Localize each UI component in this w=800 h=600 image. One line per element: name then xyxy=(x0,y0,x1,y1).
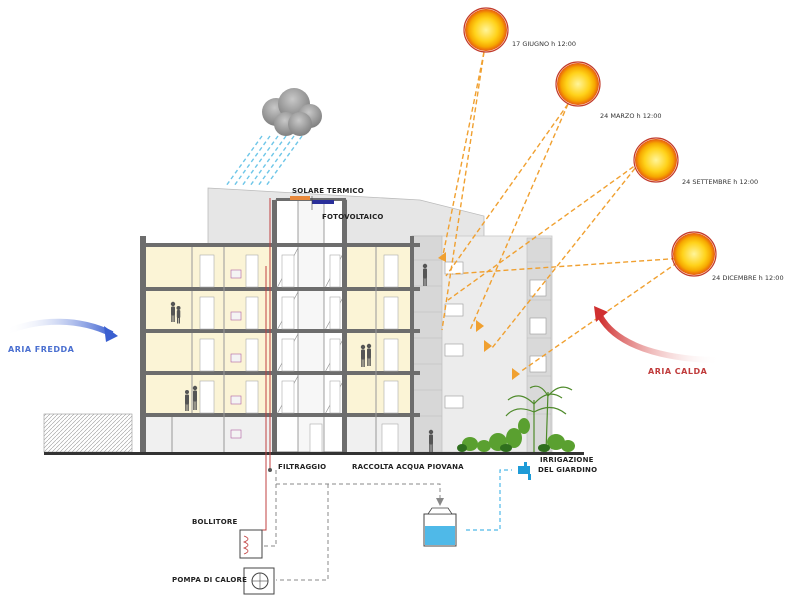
sun-icon-june xyxy=(463,7,509,53)
label-aria-fredda: ARIA FREDDA xyxy=(8,345,75,354)
sun-label-december: 24 DICEMBRE h 12:00 xyxy=(712,274,784,282)
sun-label-june: 17 GIUGNO h 12:00 xyxy=(512,40,576,48)
cloud-icon xyxy=(262,88,322,136)
sun-icon-september xyxy=(633,137,679,183)
label-irrigazione-2: DEL GIARDINO xyxy=(538,466,597,474)
side-annex xyxy=(411,235,553,453)
label-irrigazione-1: IRRIGAZIONE xyxy=(540,456,594,464)
ray-arrowheads xyxy=(438,252,520,380)
label-filtraggio: FILTRAGGIO xyxy=(278,463,326,471)
warm-air-arrow xyxy=(594,306,721,363)
garden-wall xyxy=(43,413,133,453)
sun-label-september: 24 SETTEMBRE h 12:00 xyxy=(682,178,758,186)
sun-icons xyxy=(463,7,717,277)
photovoltaic-panel xyxy=(312,200,334,204)
sun-rays xyxy=(441,51,685,373)
sun-icon-march xyxy=(555,61,601,107)
water-system xyxy=(239,198,531,595)
main-building xyxy=(44,198,584,455)
garden-plants xyxy=(457,385,575,453)
cold-air-arrow xyxy=(4,318,118,342)
occupants xyxy=(170,263,434,452)
solar-thermal-panel xyxy=(290,196,310,200)
rainwater-tank xyxy=(423,507,457,547)
sun-icon-december xyxy=(671,231,717,277)
label-aria-calda: ARIA CALDA xyxy=(648,367,708,376)
rain-drops xyxy=(225,135,303,187)
rain-cloud xyxy=(225,88,322,187)
irrigation-tap-icon xyxy=(518,462,531,480)
label-solare-termico: SOLARE TERMICO xyxy=(292,187,364,195)
label-bollitore: BOLLITORE xyxy=(192,518,238,526)
sun-label-march: 24 MARZO h 12:00 xyxy=(600,112,661,120)
label-raccolta: RACCOLTA ACQUA PIOVANA xyxy=(352,463,464,471)
heat-pump xyxy=(243,567,275,595)
label-fotovoltaico: FOTOVOLTAICO xyxy=(322,213,384,221)
label-pompa: POMPA DI CALORE xyxy=(172,576,247,584)
rooftop-panels xyxy=(290,196,334,204)
boiler xyxy=(239,529,263,559)
